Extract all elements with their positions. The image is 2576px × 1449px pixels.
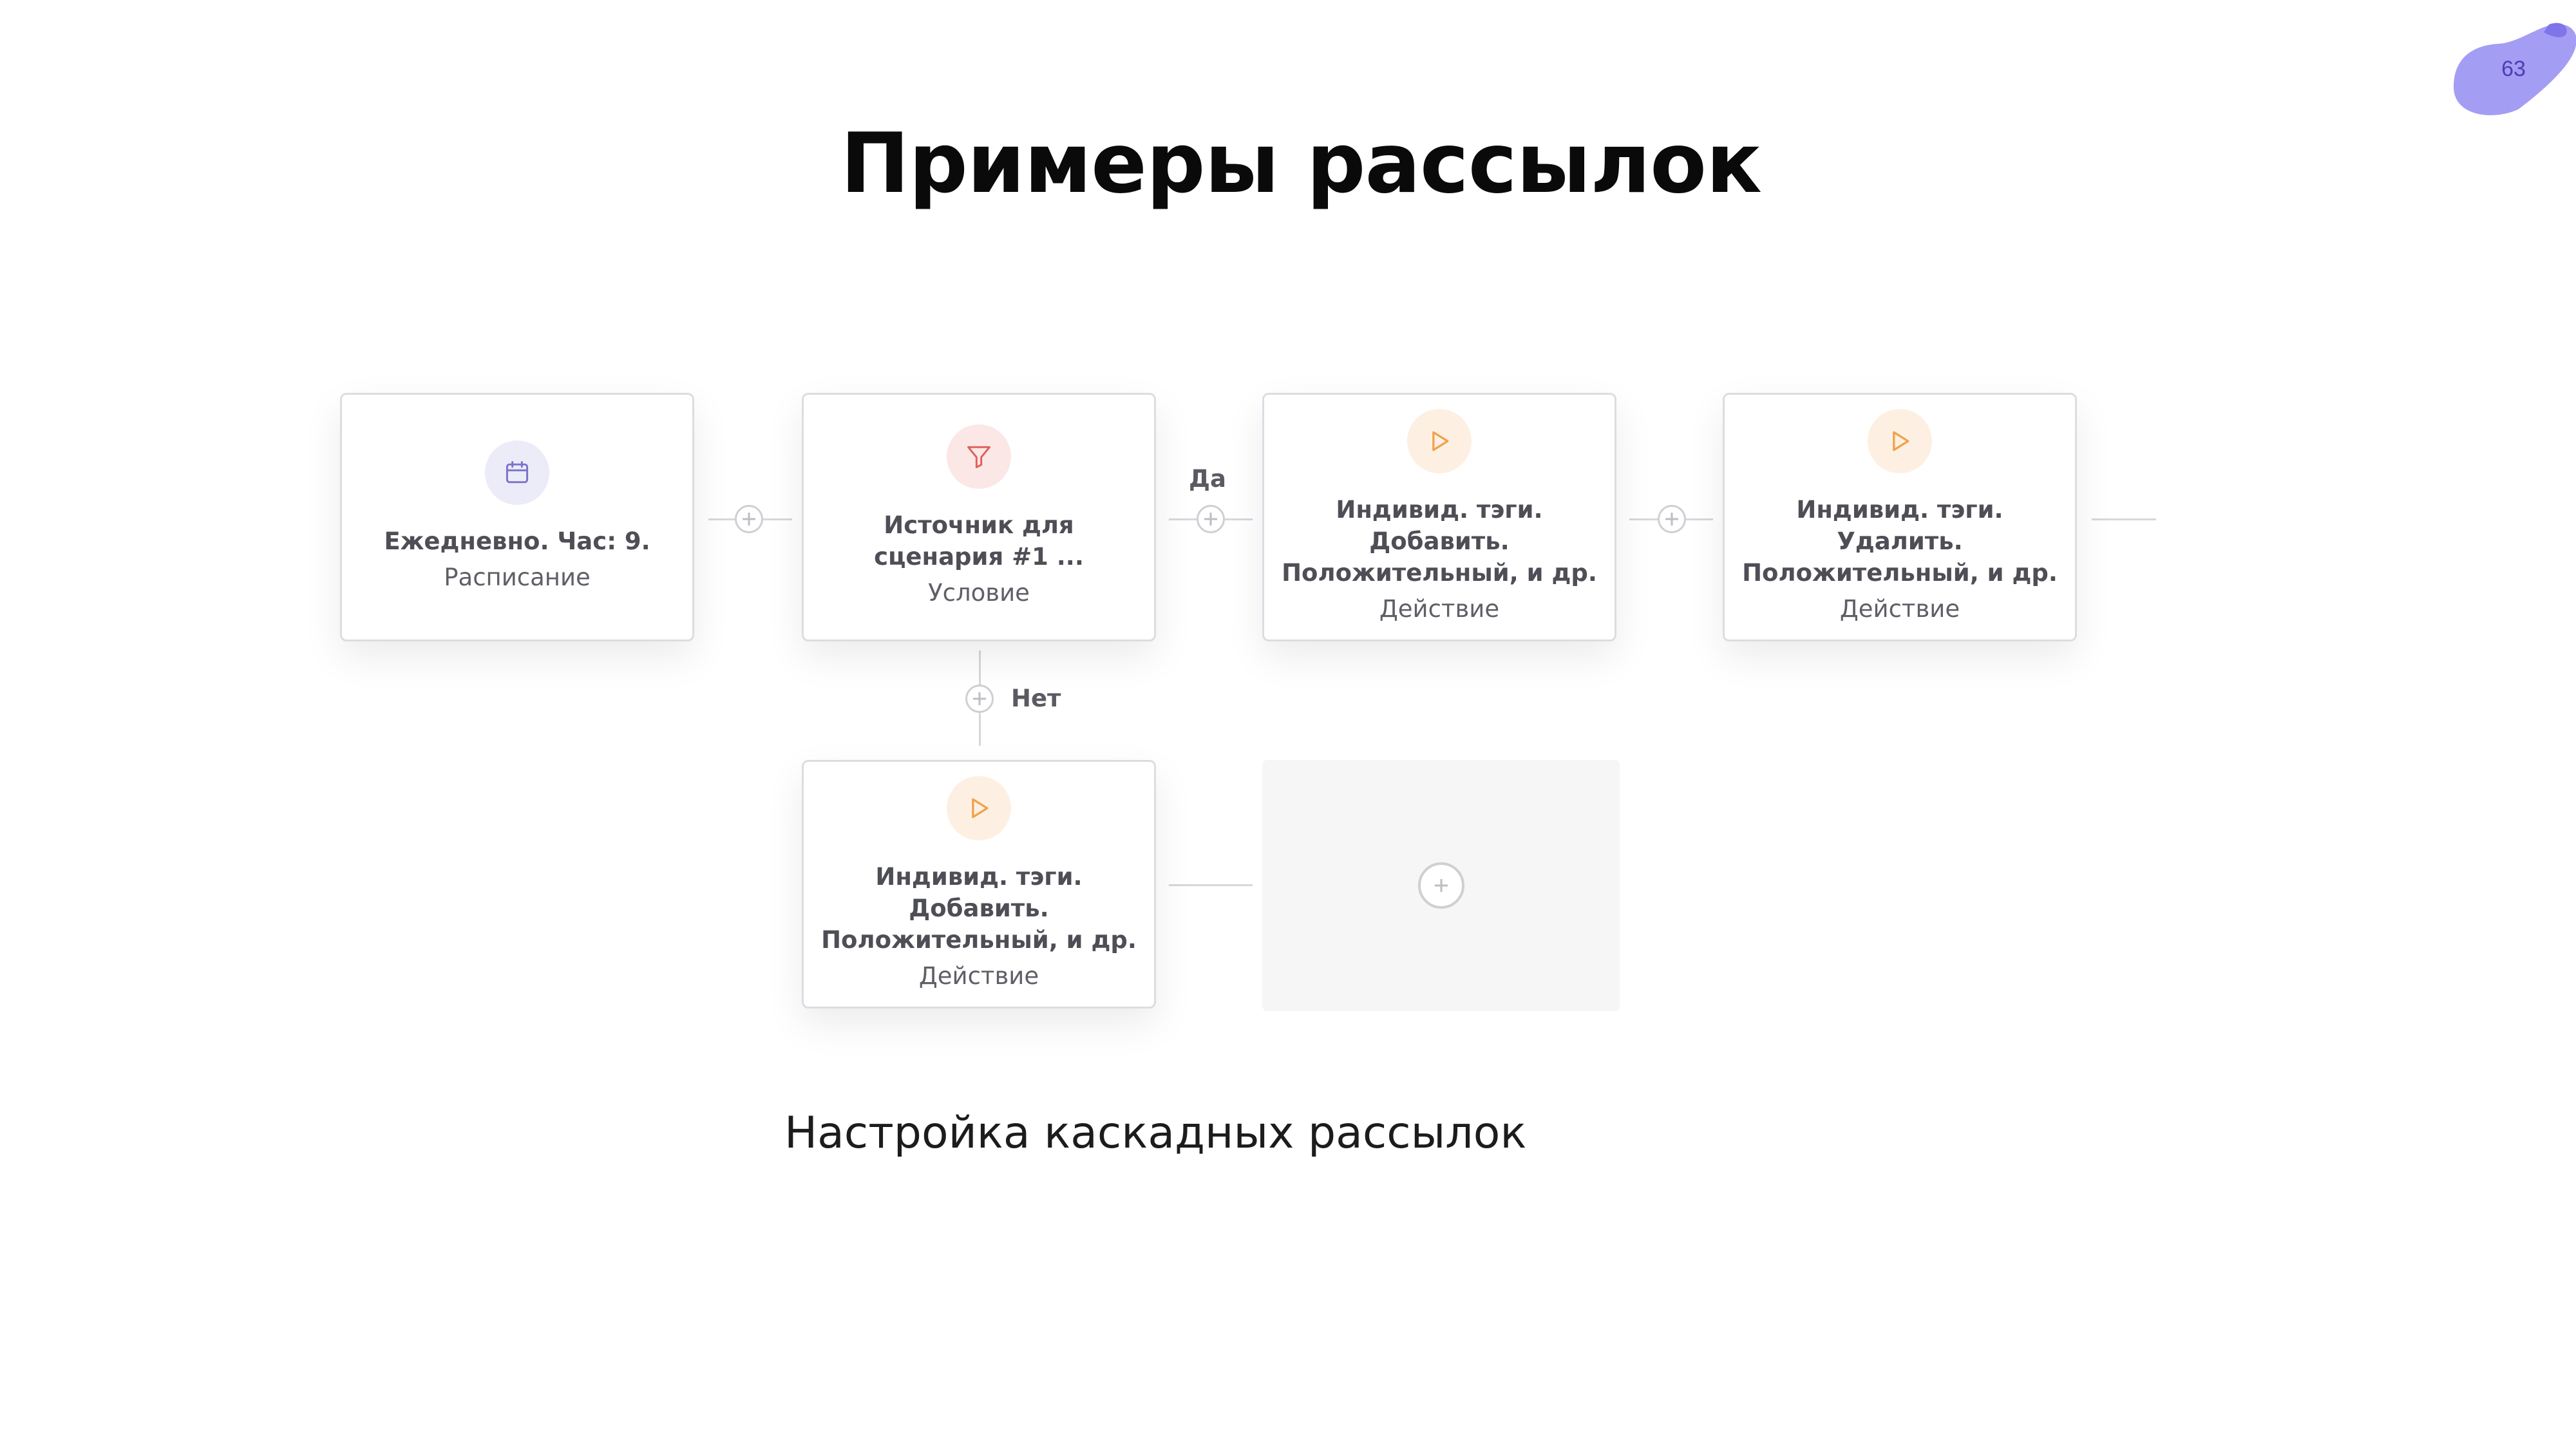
node-text-line: Положительный, и др.	[1742, 558, 2058, 587]
node-text-line: Индивид. тэги.	[1796, 495, 2003, 524]
slide-title: Примеры рассылок	[840, 116, 1762, 212]
add-step-button[interactable]	[1197, 505, 1225, 533]
node-text-line: Индивид. тэги.	[875, 862, 1083, 891]
play-icon	[1407, 408, 1472, 473]
node-text-line: Добавить.	[1369, 527, 1510, 555]
node-text-line: Положительный, и др.	[821, 925, 1137, 954]
node-text-line: Источник для	[884, 511, 1074, 539]
page-number: 63	[2501, 57, 2526, 81]
node-type-label: Действие	[1839, 594, 1960, 623]
slide-caption: Настройка каскадных рассылок	[784, 1108, 1527, 1159]
flow-node-action[interactable]: Индивид. тэги. Добавить. Положительный, …	[1262, 393, 1616, 641]
connector-line	[2092, 518, 2156, 520]
add-step-button[interactable]	[965, 685, 994, 713]
node-text-line: сценария #1 ...	[874, 543, 1084, 571]
calendar-icon	[485, 440, 549, 505]
flow-node-schedule[interactable]: Ежедневно. Час: 9. Расписание	[340, 393, 694, 641]
add-node-placeholder[interactable]	[1262, 760, 1620, 1011]
flow-node-condition[interactable]: Источник для сценария #1 ... Условие	[802, 393, 1156, 641]
plus-circle-icon[interactable]	[1417, 862, 1464, 909]
connector-line	[1169, 884, 1253, 886]
filter-icon	[947, 424, 1011, 489]
branch-yes-label: Да	[1189, 465, 1226, 493]
node-type-label: Условие	[928, 579, 1030, 607]
add-step-button[interactable]	[1658, 505, 1686, 533]
flow-node-action[interactable]: Индивид. тэги. Добавить. Положительный, …	[802, 760, 1156, 1009]
add-step-button[interactable]	[735, 505, 763, 533]
node-type-label: Расписание	[444, 563, 591, 591]
node-type-label: Действие	[918, 961, 1039, 990]
node-text-line: Индивид. тэги.	[1336, 495, 1543, 524]
node-text-line: Удалить.	[1837, 527, 1963, 555]
node-text-line: Ежедневно. Час: 9.	[384, 527, 650, 555]
node-text-line: Положительный, и др.	[1282, 558, 1597, 587]
flow-node-action[interactable]: Индивид. тэги. Удалить. Положительный, и…	[1723, 393, 2077, 641]
node-text-line: Добавить.	[909, 894, 1049, 922]
node-type-label: Действие	[1379, 594, 1500, 623]
page-number-blob	[2454, 23, 2576, 115]
branch-no-label: Нет	[1011, 685, 1061, 712]
play-icon	[1868, 408, 1932, 473]
play-icon	[947, 775, 1011, 840]
